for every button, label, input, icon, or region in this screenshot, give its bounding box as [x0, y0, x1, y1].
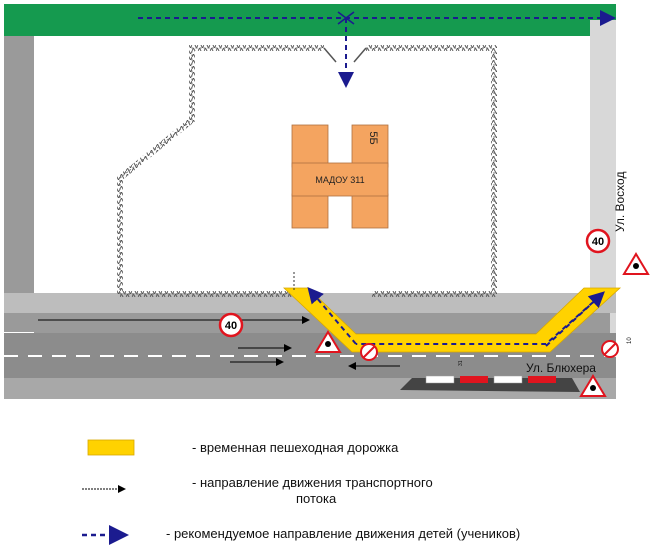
legend-traffic-text-1: - направление движения транспортного [192, 475, 433, 490]
kindergarten-building [291, 124, 389, 229]
gate-left [323, 47, 337, 63]
legend-children-text: - рекомендуемое направление движения дет… [166, 526, 521, 541]
building-label: МАДОУ 311 [315, 175, 364, 185]
pedestrian-crossing [425, 375, 556, 384]
street-horizontal-label: Ул. Блюхера [526, 361, 596, 375]
gate-right [353, 47, 367, 63]
building-number: 5Б [367, 131, 379, 144]
no-pedestrian-sign-1 [360, 343, 378, 361]
speed-limit-2-value: 40 [225, 320, 237, 332]
children-route-diag [307, 286, 357, 345]
children-route-cross [337, 11, 355, 25]
legend-walkway-text: - временная пешеходная дорожка [192, 440, 399, 455]
speed-limit-1-value: 40 [592, 236, 604, 248]
legend-walkway-swatch [87, 439, 135, 456]
fence-inner [119, 47, 495, 295]
small-number-label: 31 [458, 360, 464, 366]
children-warning-sign-1 [622, 252, 650, 275]
no-pedestrian-sign-2 [601, 340, 619, 358]
left-road [4, 36, 34, 332]
speed-limit-sign-2 [218, 312, 244, 338]
temporary-walkway [282, 287, 622, 353]
legend-traffic-text-2: потока [296, 491, 337, 506]
park-strip [4, 4, 616, 36]
children-warning-sign-2 [314, 330, 342, 353]
speed-limit-sign-1 [585, 228, 611, 254]
street-vertical-label: Ул. Восход [613, 172, 627, 232]
house-number-label: 10 [627, 337, 633, 344]
children-route-main [356, 295, 601, 345]
children-warning-sign-3 [579, 374, 607, 397]
